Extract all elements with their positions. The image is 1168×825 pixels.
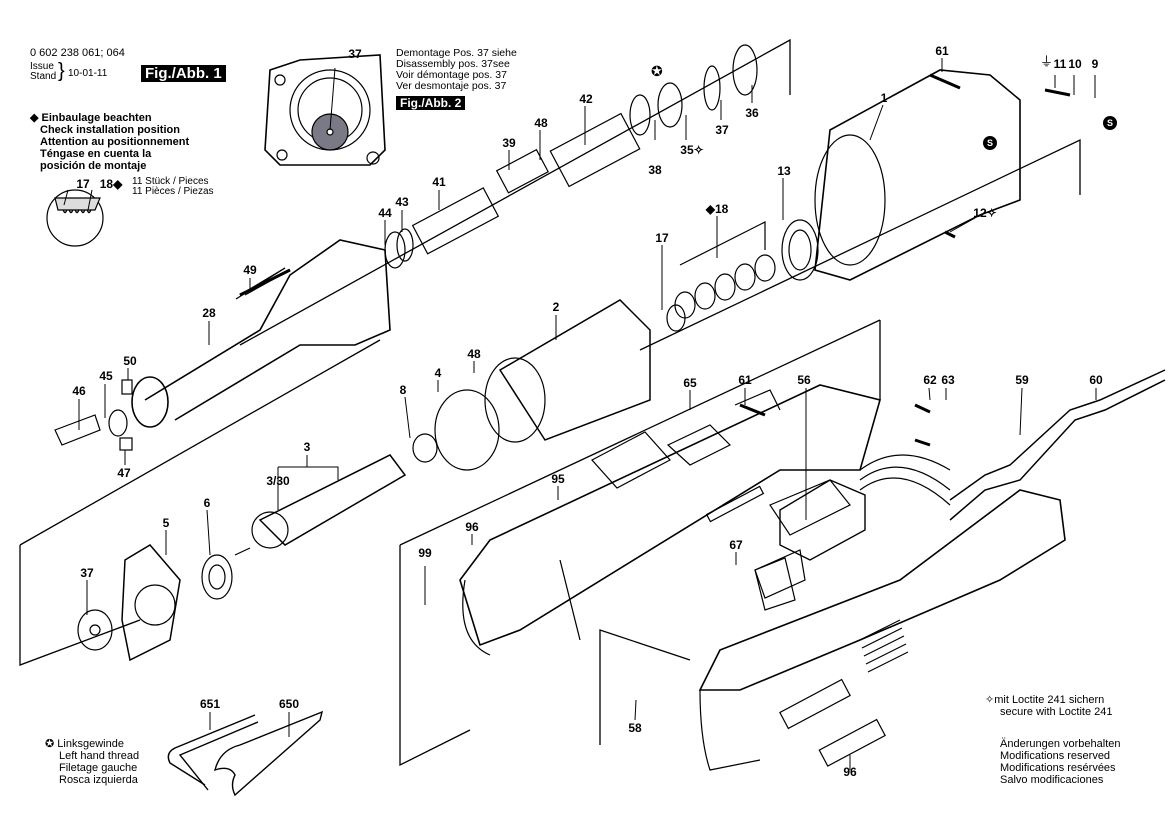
callout-3-30: 3/30 bbox=[266, 474, 290, 488]
callout-46: 46 bbox=[72, 384, 86, 398]
left-hand-thread-legend: ✪ Linksgewinde Left hand thread Filetage… bbox=[45, 738, 140, 786]
callout-59: 59 bbox=[1015, 373, 1029, 387]
callout-50: 50 bbox=[123, 354, 137, 368]
callout-58: 58 bbox=[628, 721, 642, 735]
s-badge-housing: S bbox=[983, 136, 997, 150]
callout-65: 65 bbox=[683, 376, 697, 390]
callout-9: 9 bbox=[1091, 57, 1099, 71]
spindle-assembly-drawing bbox=[384, 44, 758, 269]
issue-brace: } bbox=[58, 60, 65, 82]
callout-17-detail: 17 bbox=[76, 177, 90, 191]
callout-11: 11 bbox=[1053, 57, 1067, 71]
callout-37-bottom: 37 bbox=[80, 566, 94, 580]
callout-47: 47 bbox=[117, 466, 131, 480]
issue-label: Issue bbox=[30, 61, 54, 72]
callout-41: 41 bbox=[432, 175, 446, 189]
callout-13: 13 bbox=[777, 164, 791, 178]
callout-61-top: 61 bbox=[935, 44, 949, 58]
collet-drawing bbox=[54, 269, 291, 451]
part-numbers: 0 602 238 061; 064 bbox=[30, 47, 125, 59]
callout-37-top: 37 bbox=[715, 123, 729, 137]
callout-5: 5 bbox=[162, 516, 170, 530]
callout-35: 35✧ bbox=[680, 143, 704, 157]
callout-12: 12✧ bbox=[973, 206, 997, 220]
callout-48-top: 48 bbox=[534, 116, 548, 130]
installation-note: ◆ Einbaulage beachten Check installation… bbox=[30, 112, 190, 172]
assembly-frame-lines bbox=[19, 38, 1081, 767]
diamond-icon: ◆ bbox=[705, 202, 715, 216]
callout-18-detail: 18◆ bbox=[99, 177, 123, 191]
callout-4: 4 bbox=[434, 366, 442, 380]
callout-651: 651 bbox=[199, 697, 221, 711]
stand-label: Stand bbox=[30, 71, 57, 82]
end-shield-drawing bbox=[77, 544, 233, 662]
ground-icon: ⏚ bbox=[1040, 54, 1054, 69]
loctite-icon: ✧ bbox=[986, 206, 997, 220]
callout-1: 1 bbox=[880, 91, 888, 105]
callout-18: ◆18 bbox=[705, 202, 729, 216]
callout-96-left: 96 bbox=[465, 520, 479, 534]
callout-45: 45 bbox=[99, 369, 113, 383]
callout-42: 42 bbox=[579, 92, 593, 106]
callout-61-mid: 61 bbox=[738, 373, 752, 387]
switch-drawing bbox=[754, 479, 866, 611]
callout-62: 62 bbox=[923, 373, 937, 387]
figure-2-label: Fig./Abb. 2 bbox=[396, 96, 466, 110]
star-circle-icon: ✪ bbox=[45, 738, 55, 750]
leader-lines bbox=[63, 58, 1097, 770]
callout-63: 63 bbox=[941, 373, 955, 387]
tools-drawing bbox=[167, 710, 324, 797]
screws-drawing bbox=[239, 73, 1071, 447]
callout-67: 67 bbox=[729, 538, 743, 552]
quantity-note: 11 Stück / Pieces 11 Pièces / Piezas bbox=[132, 176, 214, 197]
rotor-drawing bbox=[234, 454, 407, 556]
fig2-gear-housing-drawing bbox=[264, 54, 386, 166]
callout-56: 56 bbox=[797, 373, 811, 387]
callout-2: 2 bbox=[552, 300, 560, 314]
callout-17: 17 bbox=[655, 231, 669, 245]
brush-holder-drawing bbox=[674, 221, 776, 319]
callout-49: 49 bbox=[243, 263, 257, 277]
callout-95: 95 bbox=[551, 472, 565, 486]
callout-28: 28 bbox=[202, 306, 216, 320]
callout-48-mid: 48 bbox=[467, 347, 481, 361]
armature-drawing bbox=[412, 299, 686, 471]
s-badge-clip: S bbox=[1103, 116, 1117, 130]
motor-housing-drawing bbox=[781, 69, 1021, 281]
callout-38: 38 bbox=[648, 163, 662, 177]
callout-8: 8 bbox=[399, 383, 407, 397]
figure-1-label: Fig./Abb. 1 bbox=[141, 65, 226, 82]
left-hand-thread-icon: ✪ bbox=[651, 63, 663, 79]
modifications-legend: Änderungen vorbehalten Modifications res… bbox=[1000, 738, 1121, 786]
callout-96-bottom: 96 bbox=[843, 765, 857, 779]
issue-date: 10-01-11 bbox=[68, 68, 108, 79]
diamond-icon: ◆ bbox=[113, 177, 123, 191]
callout-99: 99 bbox=[418, 546, 432, 560]
callout-37-fig2: 37 bbox=[348, 47, 362, 61]
callout-36: 36 bbox=[745, 106, 759, 120]
housing-shell-drawing bbox=[459, 384, 881, 656]
callout-3: 3 bbox=[303, 440, 311, 454]
detail-17-18-drawing bbox=[46, 189, 104, 247]
loctite-star-icon: ✧ bbox=[985, 694, 995, 706]
callout-39: 39 bbox=[502, 136, 516, 150]
power-cable-drawing bbox=[859, 369, 1166, 521]
callout-650: 650 bbox=[278, 697, 300, 711]
diamond-icon: ◆ bbox=[30, 112, 39, 124]
loctite-icon: ✧ bbox=[693, 143, 704, 157]
callout-6: 6 bbox=[203, 496, 211, 510]
callout-44: 44 bbox=[378, 206, 392, 220]
callout-43: 43 bbox=[395, 195, 409, 209]
callout-60: 60 bbox=[1089, 373, 1103, 387]
callout-10: 10 bbox=[1068, 57, 1082, 71]
loctite-legend: ✧mit Loctite 241 sichern secure with Loc… bbox=[985, 694, 1113, 718]
handle-shell-drawing bbox=[698, 489, 1066, 771]
disassembly-note: Demontage Pos. 37 siehe Disassembly pos.… bbox=[396, 47, 517, 92]
